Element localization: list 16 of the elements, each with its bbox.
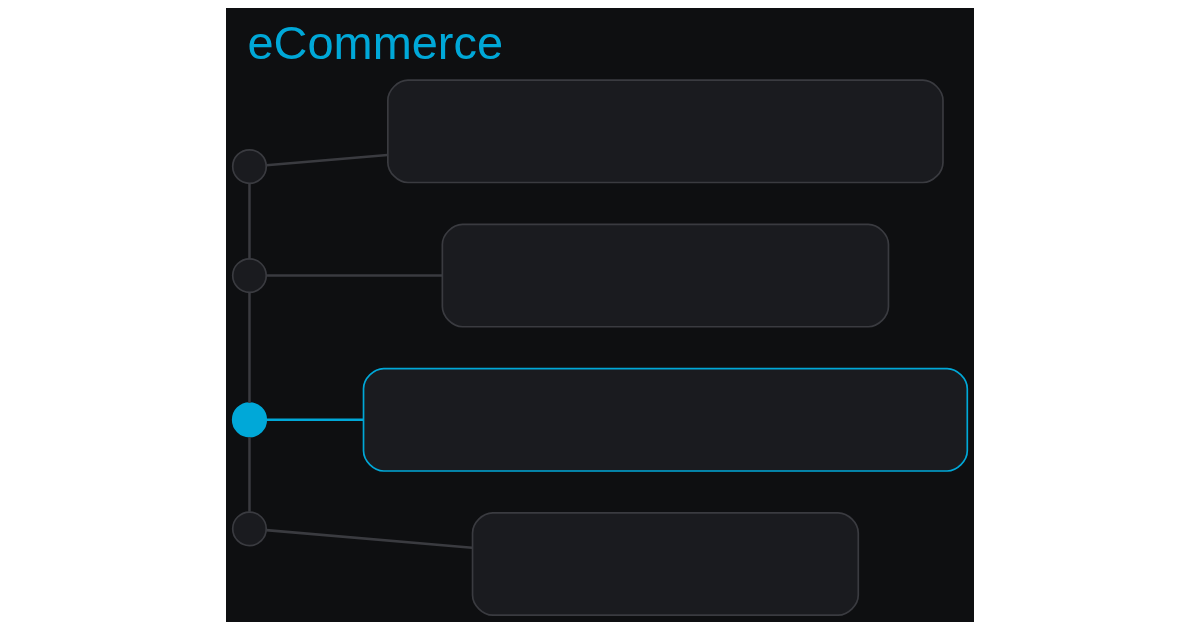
connector xyxy=(266,153,388,167)
connector xyxy=(266,274,443,277)
connector xyxy=(266,528,473,549)
connector xyxy=(248,292,251,403)
connector xyxy=(248,437,251,512)
node-circle xyxy=(231,402,268,438)
node-box xyxy=(471,512,860,617)
connector xyxy=(266,418,364,422)
node-box xyxy=(362,367,969,472)
connector xyxy=(248,183,251,259)
node-box xyxy=(441,223,890,328)
node-circle xyxy=(231,258,268,294)
diagram-title: eCommerce xyxy=(247,16,504,70)
node-box xyxy=(387,79,944,184)
node-circle xyxy=(231,511,268,547)
node-circle xyxy=(231,148,268,185)
